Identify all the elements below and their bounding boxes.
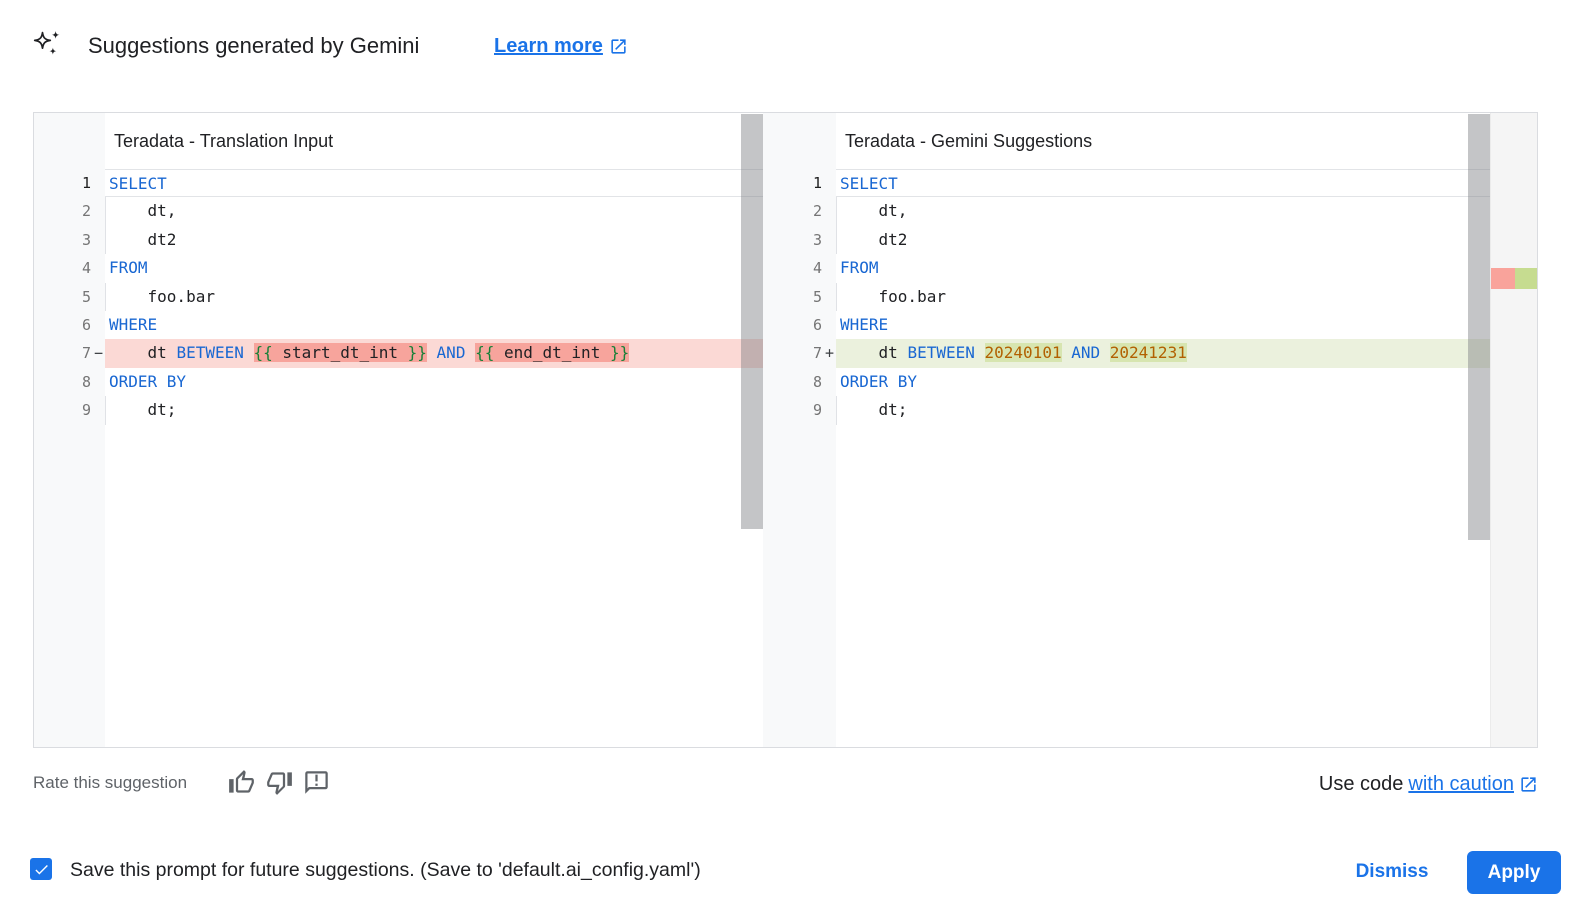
code-line: dt BETWEEN 20240101 AND 20241231 <box>836 339 1490 368</box>
left-scrollbar-thumb[interactable] <box>741 114 763 529</box>
code-line: dt, <box>836 197 1490 227</box>
apply-button[interactable]: Apply <box>1467 851 1561 894</box>
line-number: 1 <box>81 174 91 192</box>
line-number-gutter <box>763 113 836 747</box>
dismiss-button[interactable]: Dismiss <box>1344 856 1440 888</box>
code-line: dt2 <box>836 225 1490 255</box>
code-line: WHERE <box>109 314 158 334</box>
open-in-new-icon <box>611 39 626 54</box>
right-panel-title: Teradata - Gemini Suggestions <box>845 131 1093 151</box>
thumb-up-icon <box>229 770 254 793</box>
code-line: foo.bar <box>105 282 763 312</box>
learn-more-link[interactable]: Learn more <box>494 35 628 58</box>
with-caution-link[interactable]: with caution <box>1408 773 1514 795</box>
code-line: dt BETWEEN {{ start_dt_int }} AND {{ end… <box>105 339 763 368</box>
line-number: 7− <box>81 344 103 363</box>
code-line: WHERE <box>840 314 889 334</box>
save-prompt-checkbox[interactable] <box>30 858 52 880</box>
line-number: 5 <box>812 287 822 306</box>
checkmark-icon <box>34 864 48 874</box>
line-number: 6 <box>812 315 822 334</box>
line-number: 6 <box>81 315 91 334</box>
code-line: foo.bar <box>836 282 1490 312</box>
line-number: 8 <box>81 372 91 391</box>
ruler-removed-mark <box>1491 268 1515 289</box>
code-line: dt; <box>836 396 1490 425</box>
right-scrollbar-thumb[interactable] <box>1468 114 1490 540</box>
code-line: ORDER BY <box>840 371 918 391</box>
rate-suggestion-label: Rate this suggestion <box>33 773 188 792</box>
left-gutter-rows: 1 2 3 4 5 6 7− 8 9 <box>34 169 105 425</box>
thumb-up-button[interactable] <box>228 769 255 796</box>
left-panel-title: Teradata - Translation Input <box>114 131 334 151</box>
code-line: SELECT <box>836 169 1490 198</box>
thumb-down-icon <box>267 772 292 795</box>
page-title: Suggestions generated by Gemini <box>88 33 420 58</box>
line-number: 4 <box>812 259 822 278</box>
code-line: FROM <box>109 258 148 278</box>
open-in-new-icon <box>1521 777 1536 792</box>
line-number-gutter <box>34 113 105 747</box>
use-code-prefix: Use code <box>1318 773 1404 795</box>
line-number: 8 <box>812 372 822 391</box>
gemini-sparkle-icon <box>32 30 62 60</box>
code-line: dt, <box>105 197 763 227</box>
line-number: 9 <box>81 401 91 420</box>
panel-right[interactable]: Teradata - Gemini Suggestions 1 2 3 4 5 6 7+ 8 9… <box>763 113 1537 747</box>
ruler-added-mark <box>1515 268 1537 289</box>
line-number: 9 <box>812 401 822 420</box>
line-number: 2 <box>81 202 91 221</box>
line-number: 5 <box>81 287 91 306</box>
feedback-icon <box>305 771 328 794</box>
line-number: 1 <box>812 174 822 192</box>
save-prompt-label: Save this prompt for future suggestions.… <box>70 859 701 881</box>
line-number: 4 <box>81 259 91 278</box>
code-line: ORDER BY <box>109 371 187 391</box>
code-line: SELECT <box>105 169 763 198</box>
line-number: 2 <box>812 202 822 221</box>
line-number: 3 <box>812 230 822 249</box>
right-gutter-rows: 1 2 3 4 5 6 7+ 8 9 <box>763 169 836 425</box>
use-code-caution: Use code with caution <box>1319 773 1538 796</box>
learn-more-label: Learn more <box>494 35 603 57</box>
thumb-down-button[interactable] <box>266 769 293 796</box>
code-line: dt2 <box>105 225 763 255</box>
code-line: dt; <box>105 396 763 425</box>
line-number: 7+ <box>812 344 834 363</box>
diff-overview-ruler[interactable] <box>1490 113 1537 747</box>
line-number: 3 <box>81 230 91 249</box>
code-line: FROM <box>840 258 879 278</box>
feedback-button[interactable] <box>303 769 330 796</box>
